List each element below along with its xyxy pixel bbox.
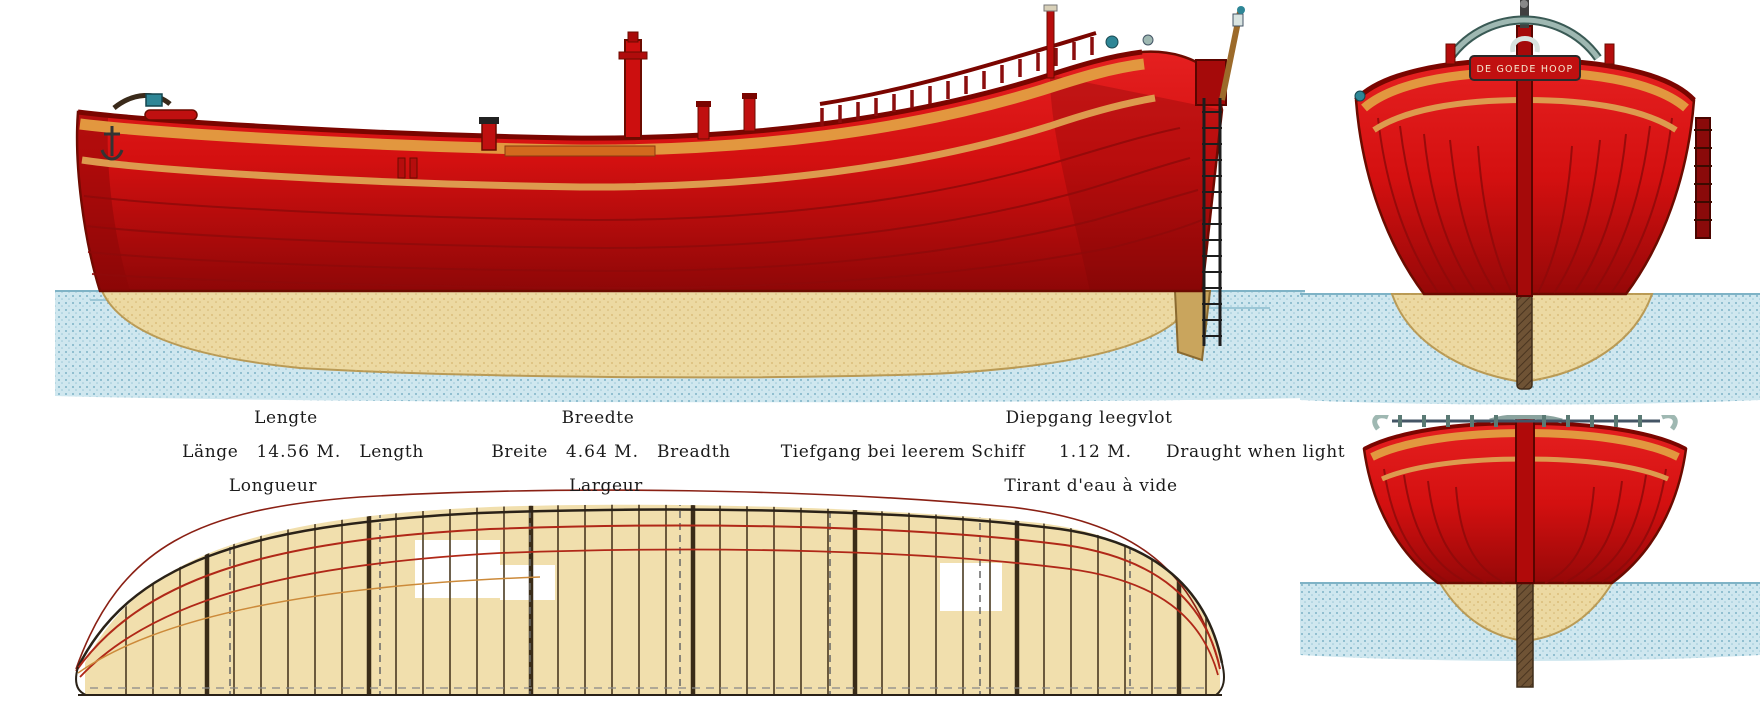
side-elevation-view — [55, 4, 1305, 403]
base-lines — [78, 687, 1222, 696]
label-breadth-german: Breite — [491, 442, 548, 462]
chimney — [479, 117, 499, 151]
label-breadth-french: Largeur — [569, 476, 643, 496]
taffrail — [1372, 415, 1678, 431]
rudder-underwater — [1516, 582, 1534, 688]
station-lines — [229, 504, 1131, 695]
breadth-value: 4.64 M. — [565, 442, 639, 462]
horseshoe-emblem — [1510, 36, 1540, 53]
length-value: 14.56 M. — [256, 442, 342, 462]
bow-davit — [112, 92, 198, 121]
stem-keel-underwater — [1516, 293, 1533, 390]
name-plate — [1469, 55, 1581, 81]
label-breadth-dutch: Breedte — [561, 408, 635, 428]
stern-view — [1300, 415, 1760, 688]
draught-measurement: Tiefgang bei leerem Schiff 1.12 M. Draught… — [764, 442, 1362, 462]
frame-lines — [125, 504, 1207, 695]
draught-value: 1.12 M. — [1058, 442, 1133, 462]
stern-mast — [1043, 4, 1058, 79]
underwater-hull — [1390, 293, 1654, 390]
mast-tip — [1520, 0, 1529, 28]
port-fitting — [1354, 90, 1366, 102]
anchor-icon — [100, 126, 124, 161]
label-length-english: Length — [359, 442, 424, 462]
label-draught-english: Draught when light — [1166, 442, 1346, 462]
bow-view: DE GOEDE HOOP — [1300, 0, 1760, 405]
rail-scroll-left — [1372, 415, 1389, 431]
planking-lines — [83, 127, 1203, 290]
length-measurement: Länge 14.56 M. Length — [173, 442, 433, 462]
deck-bitts — [397, 93, 757, 179]
mast — [618, 31, 648, 139]
sheer-curves — [75, 489, 1225, 696]
windlass — [144, 109, 198, 121]
deck-fittings — [100, 4, 1245, 179]
hull-stripes — [77, 49, 1156, 191]
hull-lines-plan — [75, 489, 1225, 696]
label-breadth-english: Breadth — [657, 442, 731, 462]
label-length-dutch: Lengte — [254, 408, 318, 428]
label-length-french: Longueur — [228, 476, 318, 496]
planking-lines — [1377, 117, 1673, 294]
scroll-brackets — [1447, 17, 1601, 60]
label-draught-dutch: Diepgang leegvlot — [1005, 408, 1173, 428]
rail-scroll-right — [1661, 415, 1678, 431]
flag-staff — [1219, 6, 1245, 101]
bow-decoration: DE GOEDE HOOP — [1445, 0, 1615, 81]
planking-lines — [1383, 468, 1667, 584]
deck-fill — [85, 504, 1220, 695]
label-length-german: Länge — [182, 442, 239, 462]
label-draught-german: Tiefgang bei leerem Schiff — [780, 442, 1025, 462]
label-draught-french: Tirant d'eau à vide — [1004, 476, 1178, 496]
underwater-hull — [1438, 582, 1614, 688]
hatch-coaming — [504, 145, 656, 157]
underwater-hull — [100, 290, 1212, 379]
stern-ladder — [1202, 98, 1222, 346]
quarterdeck-railing — [819, 31, 1097, 126]
leeboard — [1694, 117, 1712, 239]
breadth-measurement: Breite 4.64 M. Breadth — [482, 442, 739, 462]
ship-name: DE GOEDE HOOP — [1477, 64, 1574, 75]
